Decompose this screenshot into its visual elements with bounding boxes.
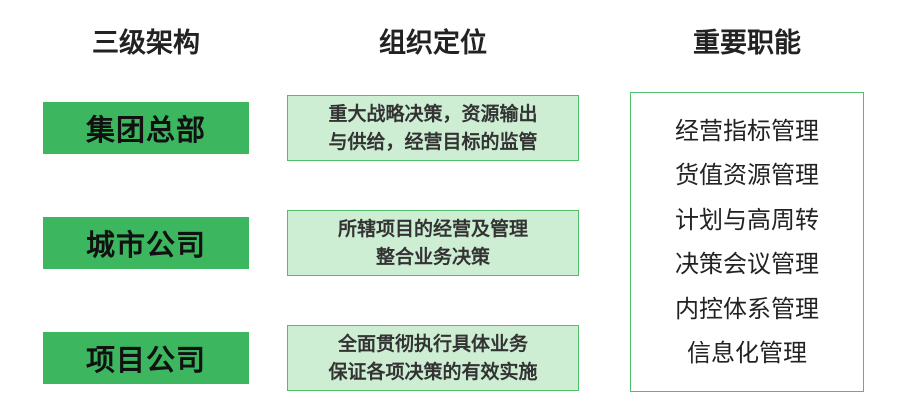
positioning-line: 与供给，经营目标的监管 xyxy=(328,131,538,153)
positioning-line: 全面贯彻执行具体业务 xyxy=(337,333,528,355)
positioning-project-company: 全面贯彻执行具体业务 保证各项决策的有效实施 xyxy=(287,325,579,391)
functions-box: 经营指标管理 货值资源管理 计划与高周转 决策会议管理 内控体系管理 信息化管理 xyxy=(630,92,864,392)
function-item: 计划与高周转 xyxy=(675,205,819,234)
positioning-line: 重大战略决策，资源输出 xyxy=(328,103,538,125)
function-item: 信息化管理 xyxy=(687,339,807,368)
tier-project-company: 项目公司 xyxy=(43,332,249,384)
function-item: 内控体系管理 xyxy=(675,294,819,323)
function-item: 货值资源管理 xyxy=(675,161,819,190)
positioning-line: 保证各项决策的有效实施 xyxy=(328,361,538,383)
header-functions: 重要职能 xyxy=(693,28,801,59)
positioning-group-hq: 重大战略决策，资源输出 与供给，经营目标的监管 xyxy=(287,95,579,161)
header-positioning: 组织定位 xyxy=(379,28,487,59)
tier-group-hq: 集团总部 xyxy=(43,102,249,154)
tier-city-company: 城市公司 xyxy=(43,217,249,269)
header-tiers: 三级架构 xyxy=(92,28,200,59)
positioning-line: 所辖项目的经营及管理 xyxy=(337,218,528,240)
positioning-line: 整合业务决策 xyxy=(375,246,490,268)
function-item: 决策会议管理 xyxy=(675,250,819,279)
positioning-city-company: 所辖项目的经营及管理 整合业务决策 xyxy=(287,210,579,276)
function-item: 经营指标管理 xyxy=(675,116,819,145)
